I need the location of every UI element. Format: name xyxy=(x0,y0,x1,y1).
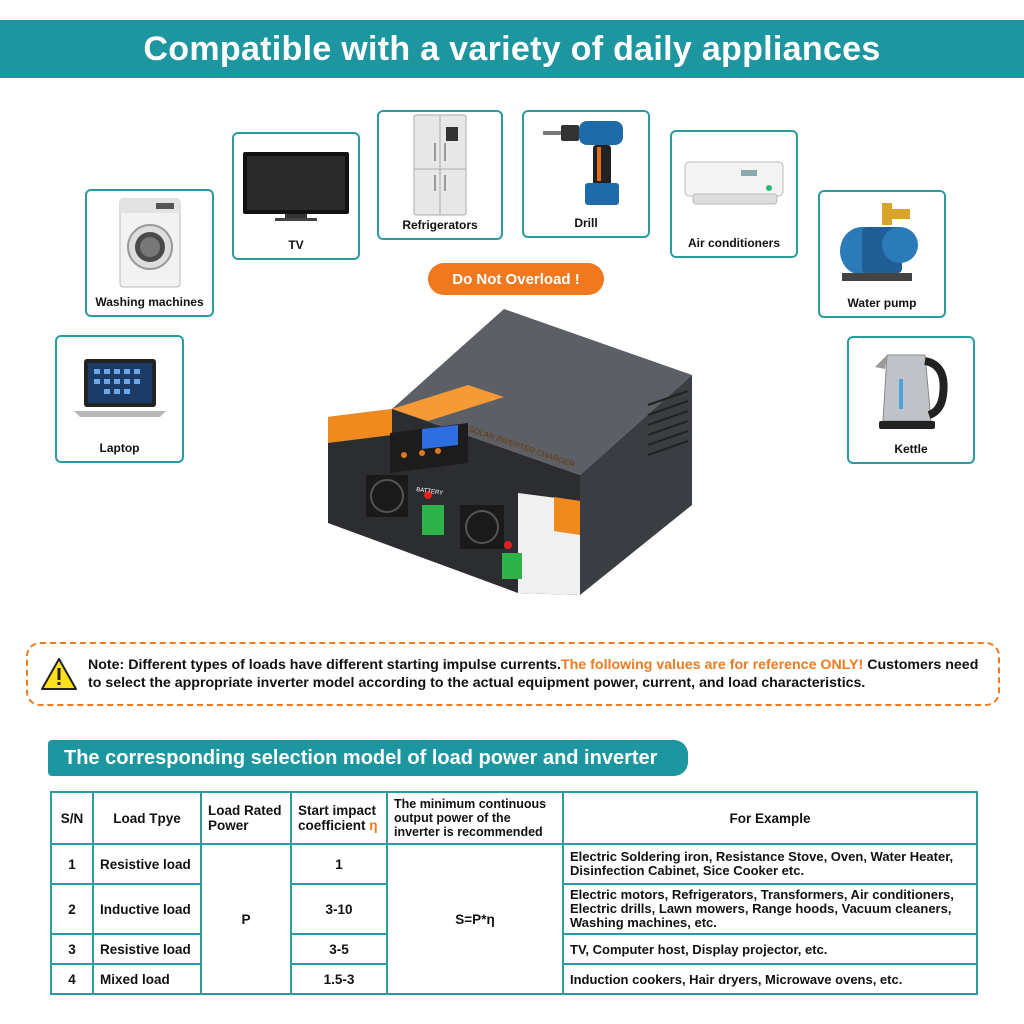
header-start-coef-text: Start impact coefficient xyxy=(298,803,377,833)
appliance-card-washing-machine: Washing machines xyxy=(85,189,214,317)
cell-sn: 1 xyxy=(50,843,94,885)
tv-icon xyxy=(234,134,358,238)
appliance-card-laptop: Laptop xyxy=(55,335,184,463)
cell-formula: S=P*η xyxy=(386,843,564,995)
header-start-coef: Start impact coefficient η xyxy=(290,791,388,845)
header-eta: η xyxy=(369,818,378,833)
appliance-label-air-conditioners: Air conditioners xyxy=(687,236,780,250)
drill-icon xyxy=(524,112,648,216)
appliance-label-washing-machines: Washing machines xyxy=(95,295,204,309)
water-pump-icon xyxy=(820,192,944,296)
selection-section-title: The corresponding selection model of loa… xyxy=(48,740,688,776)
kettle-icon xyxy=(849,338,973,442)
do-not-overload-badge: Do Not Overload ! xyxy=(428,263,604,295)
cell-example: Electric motors, Refrigerators, Transfor… xyxy=(562,883,978,935)
washing-machine-icon xyxy=(87,191,212,295)
air-conditioner-icon xyxy=(672,132,796,236)
appliance-card-water-pump: Water pump xyxy=(818,190,946,318)
appliance-card-air-conditioner: Air conditioners xyxy=(670,130,798,258)
table-row: 3 Resistive load 3-5 TV, Computer host, … xyxy=(50,933,978,965)
cell-load-type: Inductive load xyxy=(92,883,202,935)
cell-load-type: Resistive load xyxy=(92,843,202,885)
appliance-card-drill: Drill xyxy=(522,110,650,238)
appliance-label-kettle: Kettle xyxy=(894,442,928,456)
table-row: 2 Inductive load 3-10 Electric motors, R… xyxy=(50,883,978,935)
cell-sn: 3 xyxy=(50,933,94,965)
header-load-type: Load Tpye xyxy=(92,791,202,845)
cell-rated-power: P xyxy=(200,843,292,995)
note-part3: Customers need to select the appropriate… xyxy=(88,657,979,691)
cell-example: TV, Computer host, Display projector, et… xyxy=(562,933,978,965)
note-box: Note: Different types of loads have diff… xyxy=(26,642,1000,706)
refrigerator-icon xyxy=(379,112,501,218)
cell-coef: 3-5 xyxy=(290,933,388,965)
cell-coef: 1.5-3 xyxy=(290,963,388,995)
table-row: 1 Resistive load P 1 S=P*η Electric Sold… xyxy=(50,843,978,995)
note-text: Note: Different types of loads have diff… xyxy=(88,656,986,692)
appliance-label-refrigerators: Refrigerators xyxy=(402,218,478,232)
note-part1: Note: Different types of loads have diff… xyxy=(88,657,562,673)
warning-icon xyxy=(41,658,77,690)
appliance-label-laptop: Laptop xyxy=(99,441,140,455)
header-example: For Example xyxy=(562,791,978,845)
appliance-label-water-pump: Water pump xyxy=(847,296,917,310)
table-header-row: S/N Load Tpye Load Rated Power Start imp… xyxy=(50,791,978,845)
table-row: 4 Mixed load 1.5-3 Induction cookers, Ha… xyxy=(50,963,978,995)
laptop-icon xyxy=(57,337,182,441)
note-highlight: The following values are for reference O… xyxy=(561,657,864,673)
page-banner: Compatible with a variety of daily appli… xyxy=(0,20,1024,78)
cell-sn: 4 xyxy=(50,963,94,995)
cell-coef: 1 xyxy=(290,843,388,885)
appliance-card-kettle: Kettle xyxy=(847,336,975,464)
cell-example: Electric Soldering iron, Resistance Stov… xyxy=(562,843,978,885)
header-sn: S/N xyxy=(50,791,94,845)
header-min-output: The minimum continuous output power of t… xyxy=(386,791,564,845)
cell-load-type: Mixed load xyxy=(92,963,202,995)
header-rated-power: Load Rated Power xyxy=(200,791,292,845)
appliance-card-refrigerator: Refrigerators xyxy=(377,110,503,240)
appliance-card-tv: TV xyxy=(232,132,360,260)
cell-sn: 2 xyxy=(50,883,94,935)
appliance-label-drill: Drill xyxy=(574,216,598,230)
cell-example: Induction cookers, Hair dryers, Microwav… xyxy=(562,963,978,995)
appliance-label-tv: TV xyxy=(288,238,304,252)
cell-coef: 3-10 xyxy=(290,883,388,935)
solar-inverter-image: SOLAR INVERTER CHARGER BATTERY xyxy=(318,305,702,600)
inverter-battery-text: BATTERY xyxy=(416,487,444,497)
selection-table: S/N Load Tpye Load Rated Power Start imp… xyxy=(50,791,978,995)
cell-load-type: Resistive load xyxy=(92,933,202,965)
